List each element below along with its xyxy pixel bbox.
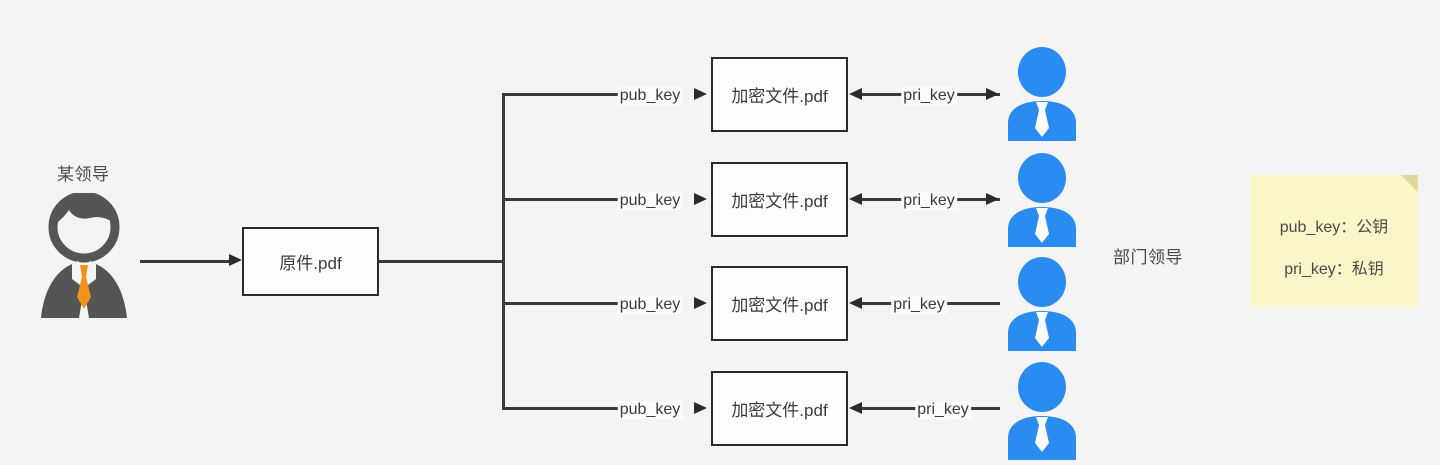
arrowhead-prikey-left-4 [849,402,862,414]
branch-line-1 [502,93,680,96]
edge-sender-to-source [140,260,230,263]
arrowhead-prikey-left-1 [849,88,862,100]
arrowhead-pubkey-3 [694,297,707,309]
receiver-person-icon-2 [1000,152,1084,247]
encrypted-document-box-4[interactable]: 加密文件.pdf [711,371,848,446]
pri-key-label-1: pri_key [901,87,957,105]
encrypted-document-box-1[interactable]: 加密文件.pdf [711,57,848,132]
encrypted-document-label-4: 加密文件.pdf [731,401,828,420]
source-document-label: 原件.pdf [279,254,342,273]
sender-person-icon [28,191,140,326]
note-fold-corner [1401,175,1418,192]
encrypted-document-box-3[interactable]: 加密文件.pdf [711,266,848,341]
source-document-box[interactable]: 原件.pdf [242,227,379,296]
branch-line-2 [502,198,680,201]
receivers-label: 部门领导 [1113,248,1183,267]
encrypted-document-label-3: 加密文件.pdf [731,296,828,315]
pub-key-label-4: pub_key [617,401,683,419]
arrowhead-prikey-right-1 [986,88,999,100]
legend-pubkey-line: pub_key：公钥 [1279,219,1389,236]
arrowhead-pubkey-1 [694,88,707,100]
arrowhead-pubkey-4 [694,402,707,414]
legend-note: pub_key：公钥 pri_key：私钥 [1250,175,1418,307]
receiver-person-icon-1 [1000,46,1084,141]
pub-key-label-1: pub_key [617,87,683,105]
arrowhead-pubkey-2 [694,193,707,205]
arrowhead-prikey-left-2 [849,193,862,205]
encrypted-document-label-1: 加密文件.pdf [731,87,828,106]
pri-key-label-4: pri_key [915,401,971,419]
arrowhead-prikey-right-2 [986,193,999,205]
tree-trunk [502,93,505,410]
arrowhead-prikey-left-3 [849,297,862,309]
sender-label: 某领导 [57,165,110,184]
branch-line-4 [502,407,680,410]
pub-key-label-2: pub_key [617,192,683,210]
pub-key-label-3: pub_key [617,296,683,314]
arrowhead-sender-to-source [229,254,242,266]
pri-key-label-3: pri_key [891,296,947,314]
receiver-person-icon-4 [1000,361,1084,460]
legend-prikey-line: pri_key：私钥 [1284,261,1384,278]
edge-source-to-trunk [379,260,505,263]
branch-line-3 [502,302,680,305]
pri-key-label-2: pri_key [901,192,957,210]
receiver-person-icon-3 [1000,256,1084,351]
encrypted-document-box-2[interactable]: 加密文件.pdf [711,162,848,237]
encrypted-document-label-2: 加密文件.pdf [731,192,828,211]
